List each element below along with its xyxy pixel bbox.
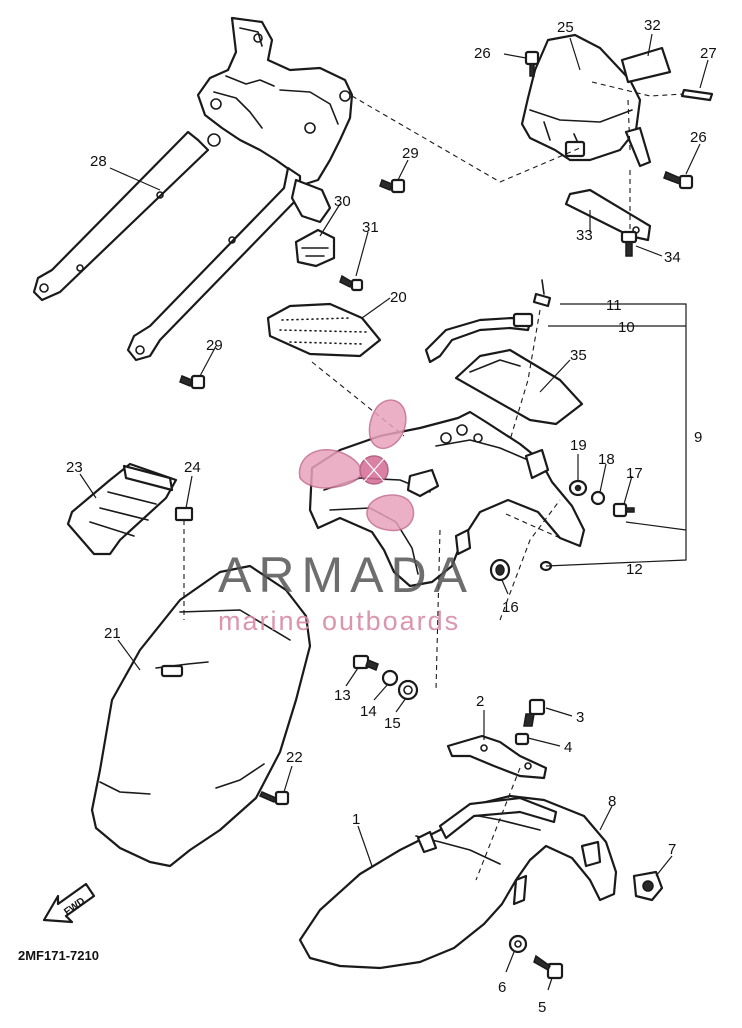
callout-18: 18 (598, 451, 615, 468)
bolt-5 (533, 954, 564, 980)
emblem-strip-32 (620, 46, 672, 84)
callout-20: 20 (390, 289, 407, 306)
callout-16: 16 (502, 599, 519, 616)
reflector-7 (632, 870, 664, 902)
fender-stay-2 (446, 734, 548, 780)
callout-labels: 25 32 26 27 26 28 29 30 31 33 34 20 11 1… (66, 17, 717, 1016)
callout-15: 15 (384, 715, 401, 732)
bolt-26-right (663, 170, 694, 190)
bolt-22 (258, 790, 290, 806)
callout-23: 23 (66, 459, 83, 476)
callout-10: 10 (618, 319, 635, 336)
callout-17: 17 (626, 465, 643, 482)
callout-31: 31 (362, 219, 379, 236)
pin-27 (680, 88, 714, 102)
callout-13: 13 (334, 687, 351, 704)
callout-8: 8 (608, 793, 616, 810)
watermark-subtitle: marine outboards (218, 606, 460, 636)
leader-lines (79, 33, 709, 991)
bolt-29-lower (179, 374, 206, 390)
bolt-31 (339, 274, 364, 292)
callout-25: 25 (557, 19, 574, 36)
inner-fender-21 (90, 564, 312, 868)
screw-34 (620, 230, 638, 257)
callout-5: 5 (538, 999, 546, 1016)
callout-14: 14 (360, 703, 377, 720)
callout-19: 19 (570, 437, 587, 454)
washer-14 (381, 669, 399, 687)
bolt-29-upper (379, 178, 406, 194)
callout-30: 30 (334, 193, 351, 210)
callout-4: 4 (564, 739, 572, 756)
nut-6 (508, 934, 528, 954)
fwd-direction-arrow: FWD (42, 882, 96, 924)
watermark: ARMADA marine outboards (218, 399, 474, 636)
bracket-plate-33 (564, 188, 652, 242)
callout-6: 6 (498, 979, 506, 996)
mud-flap-23 (66, 462, 178, 556)
callout-11: 11 (606, 297, 622, 314)
collar-15 (397, 679, 419, 701)
rear-fender-9 (308, 410, 586, 588)
callout-26a: 26 (474, 45, 491, 62)
callout-29a: 29 (402, 145, 419, 162)
callout-32: 32 (644, 17, 661, 34)
callout-26b: 26 (690, 129, 707, 146)
rear-stay-rod (126, 166, 332, 362)
tail-cowl-25 (520, 33, 652, 168)
callout-29b: 29 (206, 337, 223, 354)
nut-4 (514, 732, 530, 746)
bolt-3 (523, 698, 546, 727)
clip-11 (532, 279, 552, 308)
callout-22: 22 (286, 749, 303, 766)
cover-panel-35 (454, 348, 584, 426)
callout-35: 35 (570, 347, 587, 364)
callout-33: 33 (576, 227, 593, 244)
drawing-code: 2MF171-7210 (18, 948, 99, 963)
callout-3: 3 (576, 709, 584, 726)
callout-9: 9 (694, 429, 702, 446)
screw-17 (612, 502, 635, 518)
bolt-13 (352, 654, 379, 671)
seal-24 (174, 506, 194, 522)
callout-21: 21 (104, 625, 121, 642)
callout-1: 1 (352, 811, 360, 828)
bolt-26-left (524, 50, 540, 77)
nut-19 (568, 479, 588, 497)
propeller-logo (298, 399, 415, 532)
pad-20 (266, 302, 382, 358)
watermark-title: ARMADA (218, 547, 474, 603)
callout-2: 2 (476, 693, 484, 710)
callout-7: 7 (668, 841, 676, 858)
washer-18 (590, 490, 606, 506)
callout-24: 24 (184, 459, 201, 476)
seat-frame-bracket (196, 16, 354, 187)
callout-34: 34 (664, 249, 681, 266)
strap-10 (424, 312, 534, 364)
grommet-16 (489, 558, 511, 582)
assembly-lines (183, 81, 685, 881)
front-fender-1 (298, 794, 618, 970)
callout-12: 12 (626, 561, 643, 578)
stay-rod-28 (32, 130, 210, 302)
callout-27: 27 (700, 45, 717, 62)
fender-brace-8 (438, 796, 558, 840)
bracket-30 (294, 228, 336, 268)
callout-28: 28 (90, 153, 107, 170)
